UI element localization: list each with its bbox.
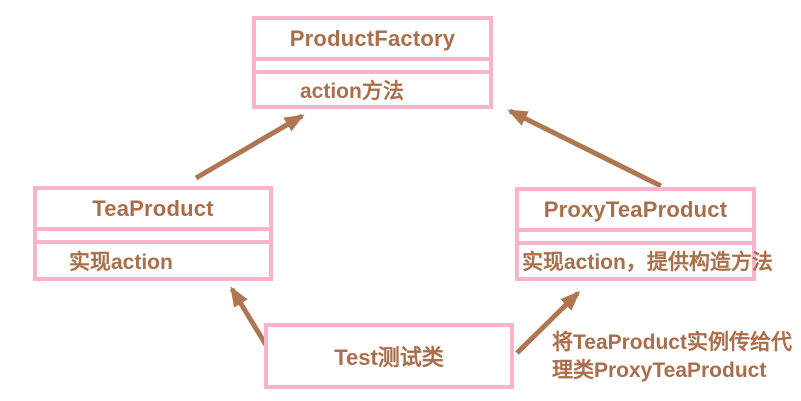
class-title: TeaProduct: [37, 190, 269, 231]
class-box-proxy-tea-product: ProxyTeaProduct 实现action，提供构造方法: [515, 187, 773, 281]
annotation-line-1: 将TeaProduct实例传给代: [552, 331, 792, 354]
method-label: action方法: [300, 79, 404, 103]
annotation-note: 将TeaProduct实例传给代 理类ProxyTeaProduct: [552, 329, 792, 385]
class-title: Test测试类: [334, 345, 444, 370]
class-title: ProductFactory: [256, 20, 489, 61]
class-box-product-factory: ProductFactory action方法: [252, 16, 493, 109]
method-label: 实现action: [69, 250, 173, 274]
inheritance-arrow-proxy-to-factory: [507, 108, 663, 189]
attributes-compartment: [37, 231, 269, 244]
class-box-tea-product: TeaProduct 实现action: [33, 186, 273, 281]
attributes-compartment: [519, 232, 752, 245]
class-title: ProxyTeaProduct: [519, 191, 752, 232]
method-label: 实现action，提供构造方法: [522, 251, 773, 274]
dependency-arrow-test-to-tea: [229, 286, 269, 347]
attributes-compartment: [256, 61, 489, 74]
inheritance-arrow-tea-to-factory: [194, 113, 305, 181]
class-box-test: Test测试类: [264, 323, 514, 389]
annotation-line-2: 理类ProxyTeaProduct: [552, 359, 767, 382]
